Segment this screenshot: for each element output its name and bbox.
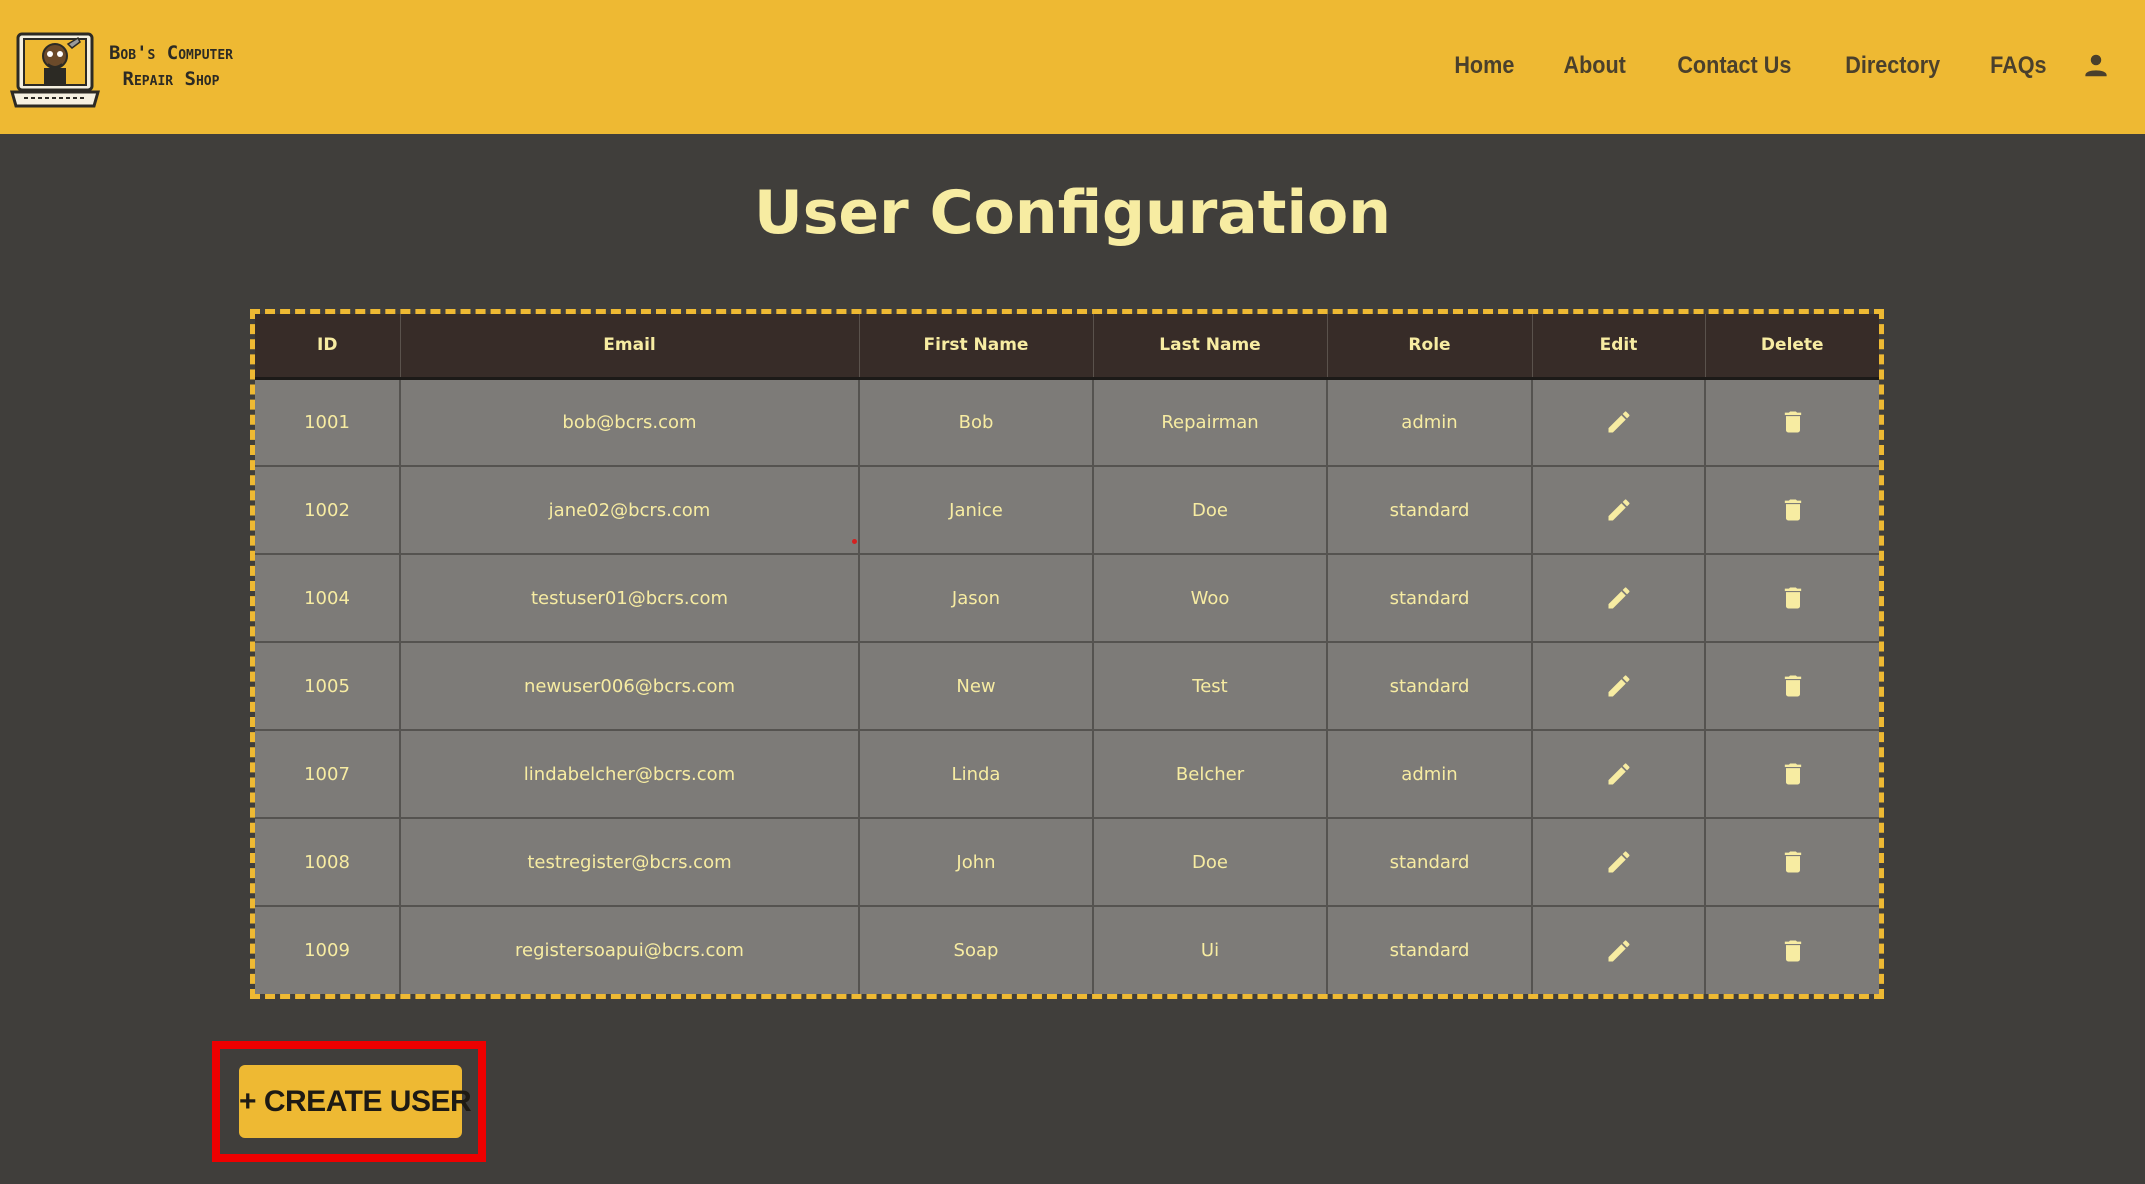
cell-edit — [1532, 818, 1706, 907]
cell-edit — [1532, 906, 1706, 994]
table-row: 1001 bob@bcrs.com Bob Repairman admin — [255, 378, 1879, 467]
cell-delete — [1705, 466, 1879, 555]
cell-last-name: Woo — [1093, 554, 1328, 643]
brand-line-2: Repair Shop — [122, 68, 220, 90]
pencil-icon[interactable] — [1605, 496, 1633, 524]
table-header-row: ID Email First Name Last Name Role Edit … — [255, 314, 1879, 380]
cell-delete — [1705, 554, 1879, 643]
cell-edit — [1532, 466, 1706, 555]
cell-first-name: Linda — [859, 730, 1094, 819]
create-user-button[interactable]: + CREATE USER — [239, 1065, 472, 1138]
cell-last-name: Ui — [1093, 906, 1328, 994]
navbar: Bob's Computer Repair Shop Home About Co… — [0, 0, 2145, 134]
pencil-icon[interactable] — [1605, 760, 1633, 788]
nav-faqs[interactable]: FAQs — [1990, 52, 2047, 79]
cell-id: 1005 — [255, 642, 401, 731]
cell-first-name: John — [859, 818, 1094, 907]
trash-icon[interactable] — [1779, 496, 1807, 524]
brand-line-1: Bob's Computer — [108, 42, 234, 64]
pencil-icon[interactable] — [1605, 672, 1633, 700]
column-header-email: Email — [400, 314, 860, 380]
pencil-icon[interactable] — [1605, 848, 1633, 876]
column-header-last-name: Last Name — [1093, 314, 1328, 380]
trash-icon[interactable] — [1779, 760, 1807, 788]
cell-role: standard — [1327, 906, 1533, 994]
column-header-delete: Delete — [1705, 314, 1879, 380]
trash-icon[interactable] — [1779, 408, 1807, 436]
pencil-icon[interactable] — [1605, 584, 1633, 612]
cell-edit — [1532, 642, 1706, 731]
cell-last-name: Doe — [1093, 466, 1328, 555]
cell-edit — [1532, 730, 1706, 819]
brand-name[interactable]: Bob's Computer Repair Shop — [86, 40, 256, 92]
table-row: 1007 lindabelcher@bcrs.com Linda Belcher… — [255, 730, 1879, 819]
cell-last-name: Repairman — [1093, 378, 1328, 467]
page-title: User Configuration — [754, 178, 1391, 248]
computer-mascot-logo[interactable] — [10, 30, 100, 110]
main-nav: Home About Contact Us Directory FAQs — [1451, 52, 2050, 80]
cell-delete — [1705, 378, 1879, 467]
cell-delete — [1705, 906, 1879, 994]
cell-first-name: Janice — [859, 466, 1094, 555]
column-header-edit: Edit — [1532, 314, 1706, 380]
nav-contact-us[interactable]: Contact Us — [1677, 52, 1792, 79]
cell-role: standard — [1327, 466, 1533, 555]
cell-id: 1002 — [255, 466, 401, 555]
cell-delete — [1705, 642, 1879, 731]
cell-email: registersoapui@bcrs.com — [400, 906, 860, 994]
trash-icon[interactable] — [1779, 937, 1807, 965]
cell-first-name: New — [859, 642, 1094, 731]
table-row: 1004 testuser01@bcrs.com Jason Woo stand… — [255, 554, 1879, 643]
nav-directory[interactable]: Directory — [1845, 52, 1941, 79]
cell-role: standard — [1327, 818, 1533, 907]
column-header-first-name: First Name — [859, 314, 1094, 380]
cell-email: newuser006@bcrs.com — [400, 642, 860, 731]
cell-id: 1009 — [255, 906, 401, 994]
cell-last-name: Belcher — [1093, 730, 1328, 819]
users-table: ID Email First Name Last Name Role Edit … — [255, 314, 1879, 994]
cell-id: 1001 — [255, 378, 401, 467]
cell-email: lindabelcher@bcrs.com — [400, 730, 860, 819]
highlight-box — [212, 1041, 486, 1162]
users-table-container: ID Email First Name Last Name Role Edit … — [250, 309, 1884, 999]
nav-about[interactable]: About — [1563, 52, 1626, 79]
cell-edit — [1532, 554, 1706, 643]
pencil-icon[interactable] — [1605, 408, 1633, 436]
cell-id: 1007 — [255, 730, 401, 819]
table-row: 1009 registersoapui@bcrs.com Soap Ui sta… — [255, 906, 1879, 994]
cell-role: admin — [1327, 378, 1533, 467]
nav-home[interactable]: Home — [1454, 52, 1515, 79]
column-header-id: ID — [255, 314, 401, 380]
cell-email: testregister@bcrs.com — [400, 818, 860, 907]
trash-icon[interactable] — [1779, 848, 1807, 876]
cell-first-name: Bob — [859, 378, 1094, 467]
column-header-role: Role — [1327, 314, 1533, 380]
pencil-icon[interactable] — [1605, 937, 1633, 965]
cell-id: 1004 — [255, 554, 401, 643]
cell-last-name: Doe — [1093, 818, 1328, 907]
cell-edit — [1532, 378, 1706, 467]
table-row: 1005 newuser006@bcrs.com New Test standa… — [255, 642, 1879, 731]
cell-email: bob@bcrs.com — [400, 378, 860, 467]
cell-role: standard — [1327, 554, 1533, 643]
cursor-dot — [852, 539, 857, 544]
cell-email: testuser01@bcrs.com — [400, 554, 860, 643]
cell-first-name: Jason — [859, 554, 1094, 643]
cell-delete — [1705, 730, 1879, 819]
cell-email: jane02@bcrs.com — [400, 466, 860, 555]
cell-role: admin — [1327, 730, 1533, 819]
person-icon[interactable] — [2081, 50, 2111, 80]
cell-id: 1008 — [255, 818, 401, 907]
users-table-body: 1001 bob@bcrs.com Bob Repairman admin 10… — [255, 378, 1879, 994]
trash-icon[interactable] — [1779, 584, 1807, 612]
trash-icon[interactable] — [1779, 672, 1807, 700]
cell-first-name: Soap — [859, 906, 1094, 994]
cell-last-name: Test — [1093, 642, 1328, 731]
cell-delete — [1705, 818, 1879, 907]
table-row: 1002 jane02@bcrs.com Janice Doe standard — [255, 466, 1879, 555]
cell-role: standard — [1327, 642, 1533, 731]
table-row: 1008 testregister@bcrs.com John Doe stan… — [255, 818, 1879, 907]
